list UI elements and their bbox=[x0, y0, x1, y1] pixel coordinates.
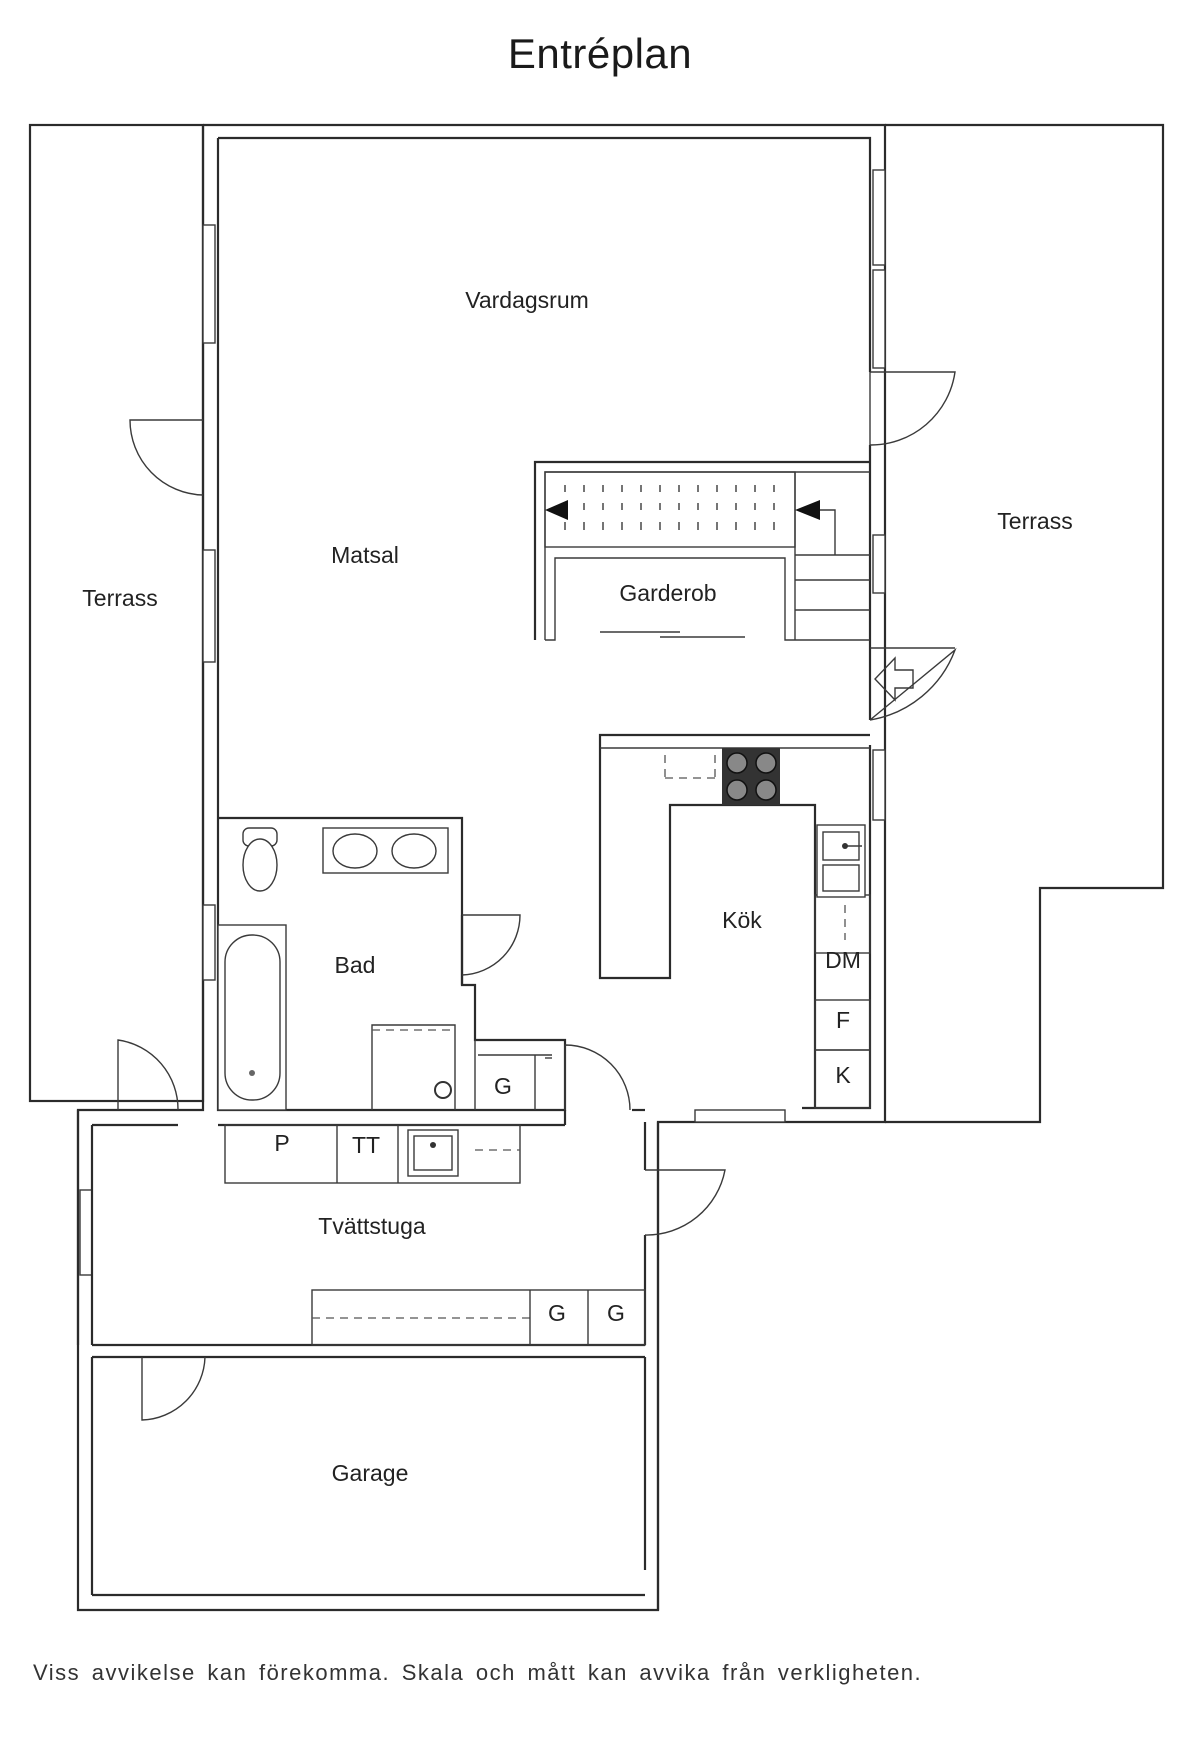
stair-arrow-right-icon bbox=[795, 500, 836, 555]
bathroom-walls bbox=[216, 816, 567, 1112]
windows bbox=[79, 169, 886, 1276]
label-bad: Bad bbox=[335, 952, 376, 978]
label-g-bad: G bbox=[494, 1073, 512, 1099]
label-terrass-right: Terrass bbox=[997, 508, 1072, 534]
label-tt: TT bbox=[352, 1132, 380, 1158]
stair-block bbox=[533, 460, 870, 641]
bathtub-icon bbox=[217, 924, 287, 1111]
laundry-door-top-icon bbox=[564, 1044, 631, 1111]
plan-title: Entréplan bbox=[507, 30, 693, 77]
label-terrass-left: Terrass bbox=[82, 585, 157, 611]
terrace-door-left-icon bbox=[129, 419, 204, 496]
laundry-door-right-icon bbox=[644, 1169, 726, 1236]
house-outer-walls bbox=[76, 123, 887, 1612]
label-kok: Kök bbox=[722, 907, 762, 933]
laundry-sink-icon bbox=[407, 1129, 459, 1177]
entrance-door-icon bbox=[869, 647, 957, 721]
disclaimer-text: Viss avvikelse kan förekomma. Skala och … bbox=[33, 1660, 923, 1685]
label-garderob: Garderob bbox=[619, 580, 716, 606]
label-dm: DM bbox=[825, 947, 861, 973]
terrace-left bbox=[28, 123, 205, 1103]
stair-treads bbox=[564, 485, 775, 530]
terrace-right bbox=[885, 123, 1165, 1124]
label-matsal: Matsal bbox=[331, 542, 399, 568]
laundry-door-left-icon bbox=[117, 1039, 179, 1111]
garage-door-icon bbox=[141, 1356, 206, 1421]
label-g2: G bbox=[607, 1300, 625, 1326]
label-garage: Garage bbox=[332, 1460, 409, 1486]
garage-walls bbox=[90, 1357, 647, 1597]
label-g1: G bbox=[548, 1300, 566, 1326]
label-f: F bbox=[836, 1007, 850, 1033]
double-sink-icon bbox=[322, 827, 449, 874]
shower-icon bbox=[371, 1024, 456, 1110]
bathroom-door-icon bbox=[461, 914, 521, 976]
kitchen-sink-icon bbox=[816, 824, 866, 898]
stair-arrow-left-icon bbox=[545, 500, 568, 520]
laundry-walls bbox=[76, 1108, 660, 1610]
stove-icon bbox=[722, 748, 780, 805]
label-k: K bbox=[835, 1062, 851, 1088]
terrace-door-right-icon bbox=[869, 371, 956, 446]
toilet-icon bbox=[242, 827, 278, 892]
label-tvattstuga: Tvättstuga bbox=[318, 1213, 426, 1239]
label-p: P bbox=[274, 1130, 289, 1156]
label-vardagsrum: Vardagsrum bbox=[465, 287, 589, 313]
